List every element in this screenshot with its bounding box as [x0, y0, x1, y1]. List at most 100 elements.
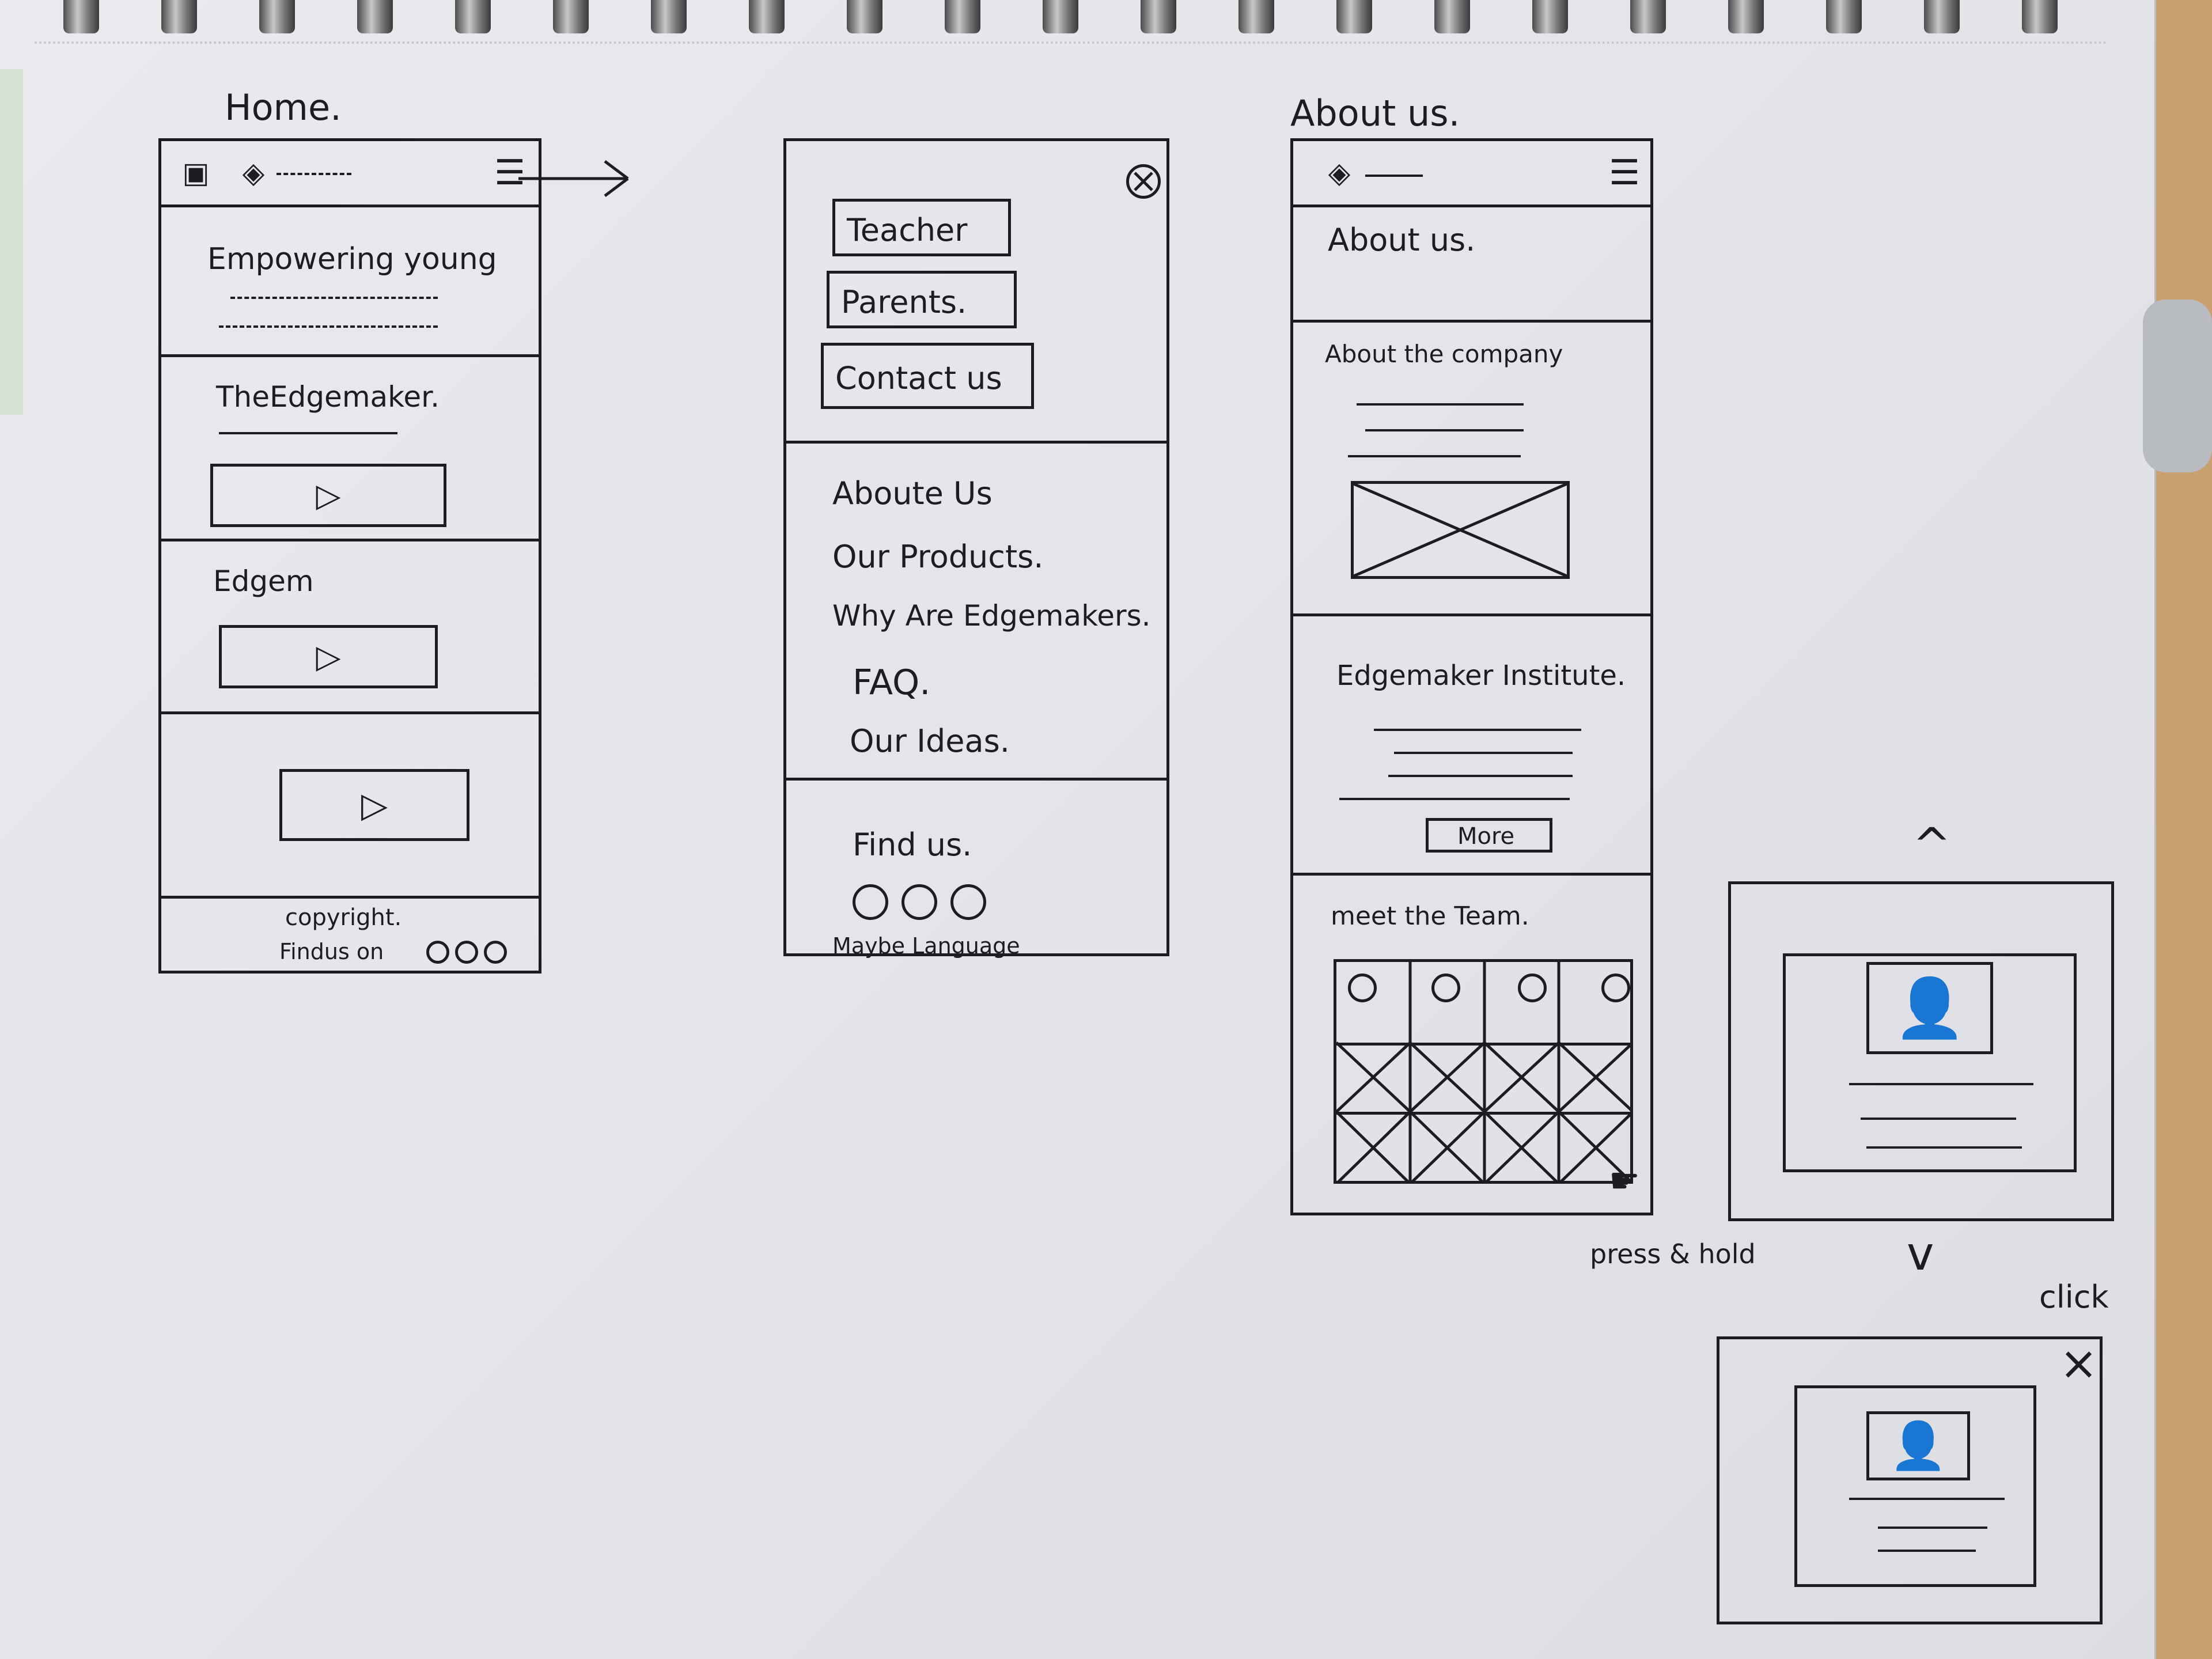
menu-button-label: Parents. [841, 284, 967, 320]
company-text-line-3 [1348, 455, 1521, 457]
sticky-tab-right [2143, 300, 2212, 472]
team-avatar-icon [1601, 974, 1630, 1002]
section2-video-play-button[interactable]: ▷ [219, 625, 438, 688]
profile-preview-frame: 👤 [1728, 881, 2114, 1221]
team-avatar-icon [1348, 974, 1377, 1002]
more-button[interactable]: More [1426, 818, 1552, 853]
play-icon: ▷ [361, 785, 388, 824]
hamburger-menu-icon[interactable]: ☰ [1609, 153, 1640, 192]
press-and-hold-note: press & hold [1590, 1238, 1756, 1270]
close-menu-icon[interactable] [1126, 164, 1161, 199]
profile-text-line-1 [1849, 1083, 2033, 1085]
menu-link-faq[interactable]: FAQ. [853, 662, 931, 703]
footer-copyright: copyright. [285, 904, 402, 931]
hero-placeholder-line-1 [230, 297, 438, 299]
profile-photo: 👤 [1866, 962, 1993, 1054]
profile-modal-frame: × 👤 [1717, 1336, 2103, 1624]
modal-profile-card: 👤 [1794, 1385, 2036, 1587]
menu-button-teacher[interactable]: Teacher [832, 199, 1011, 256]
header-divider [1293, 204, 1650, 207]
team-grid[interactable] [1334, 959, 1633, 1184]
social-icon-1[interactable] [853, 884, 888, 920]
modal-close-icon[interactable]: × [2059, 1336, 2099, 1390]
about-company-heading: About the company [1325, 340, 1563, 368]
section2-title: Edgem [213, 565, 314, 598]
section3-video-play-button[interactable]: ▷ [279, 769, 469, 841]
menu-link-our-products[interactable]: Our Products. [832, 539, 1044, 575]
company-divider [1293, 613, 1650, 616]
menu-link-about-us[interactable]: Aboute Us [832, 475, 993, 512]
person-icon: 👤 [1893, 975, 1966, 1040]
social-icon-1[interactable] [426, 941, 449, 964]
up-arrow-icon: ^ [1912, 818, 1952, 872]
company-image-placeholder [1351, 481, 1570, 579]
perforation-line [35, 41, 2108, 44]
diamond-logo-icon: ◈ [1328, 157, 1351, 189]
about-page-heading: About us. [1328, 222, 1476, 258]
logo-wordmark-line [276, 173, 351, 175]
section1-divider [161, 539, 541, 541]
play-icon: ▷ [316, 638, 341, 675]
modal-profile-photo: 👤 [1866, 1411, 1970, 1480]
logo-icon: ▣ [182, 157, 210, 189]
company-text-line-2 [1365, 429, 1524, 431]
play-icon: ▷ [316, 477, 341, 513]
profile-text-line-3 [1866, 1146, 2022, 1149]
person-icon: 👤 [1889, 1420, 1947, 1471]
header-divider [161, 204, 541, 207]
home-screen-label: Home. [225, 86, 342, 128]
menu-button-parents[interactable]: Parents. [827, 271, 1017, 328]
team-avatar-icon [1518, 974, 1547, 1002]
social-icon-2[interactable] [455, 941, 478, 964]
spiral-binding [0, 0, 2154, 40]
menu-link-our-ideas[interactable]: Our Ideas. [850, 723, 1010, 759]
logo-wordmark-line [1365, 175, 1423, 177]
hero-placeholder-line-2 [219, 325, 438, 328]
more-button-label: More [1457, 823, 1515, 850]
menu-find-us-heading: Find us. [853, 827, 972, 863]
menu-button-label: Teacher [847, 212, 968, 248]
footer-divider [161, 896, 541, 899]
profile-text-line-2 [1861, 1118, 2016, 1120]
institute-text-line-4 [1339, 798, 1570, 800]
hand-cursor-icon: ☛ [1609, 1161, 1640, 1200]
section1-title: TheEdgemaker. [216, 380, 440, 414]
institute-heading: Edgemaker Institute. [1336, 660, 1626, 692]
about-screen-label: About us. [1290, 92, 1460, 134]
section1-text-line [219, 432, 397, 434]
institute-text-line-2 [1394, 752, 1573, 754]
click-note: click [2039, 1279, 2109, 1315]
menu-link-why-edgemakers[interactable]: Why Are Edgemakers. [832, 599, 1151, 632]
team-heading: meet the Team. [1331, 902, 1529, 931]
hero-divider [161, 354, 541, 357]
profile-card[interactable]: 👤 [1783, 953, 2077, 1172]
team-photo-placeholders [1336, 962, 1633, 1184]
institute-divider [1293, 873, 1650, 876]
menu-divider-1 [786, 441, 1166, 444]
modal-text-line-1 [1849, 1498, 2005, 1500]
menu-button-contact-us[interactable]: Contact us [821, 343, 1034, 409]
heading-divider [1293, 320, 1650, 323]
section1-video-play-button[interactable]: ▷ [210, 464, 446, 527]
modal-text-line-3 [1878, 1550, 1976, 1552]
arrow-to-menu-icon [518, 160, 629, 197]
institute-text-line-3 [1388, 775, 1573, 777]
team-avatar-icon [1431, 974, 1460, 1002]
menu-button-label: Contact us [835, 360, 1002, 396]
diamond-logo-icon: ◈ [242, 157, 265, 189]
down-arrow-icon: v [1907, 1227, 1934, 1281]
social-icon-3[interactable] [484, 941, 507, 964]
company-text-line-1 [1357, 403, 1524, 406]
footer-find-us-text: Findus on [279, 939, 384, 964]
home-screen-frame: ▣ ◈ ☰ Empowering young TheEdgemaker. ▷ E… [158, 138, 541, 974]
menu-screen-frame: Teacher Parents. Contact us Aboute Us Ou… [783, 138, 1169, 959]
menu-language-selector[interactable]: Maybe Language [832, 933, 1020, 959]
modal-text-line-2 [1878, 1527, 1987, 1529]
social-icon-3[interactable] [950, 884, 986, 920]
sticky-tab-left [0, 69, 23, 415]
hamburger-menu-icon[interactable]: ☰ [494, 153, 525, 192]
institute-text-line-1 [1374, 729, 1581, 731]
menu-divider-2 [786, 778, 1166, 781]
social-icon-2[interactable] [902, 884, 937, 920]
